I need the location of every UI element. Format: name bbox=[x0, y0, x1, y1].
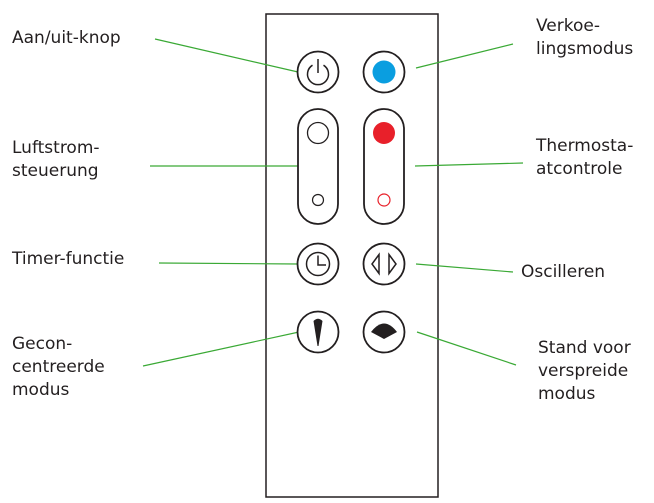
leader-power bbox=[154, 38, 299, 73]
airflow-control-rocker[interactable] bbox=[297, 108, 339, 225]
label-timer: Timer-functie bbox=[12, 249, 125, 269]
leader-thermostat bbox=[414, 162, 524, 167]
airflow-down-icon bbox=[311, 193, 325, 207]
blue-dot-icon bbox=[372, 60, 396, 84]
label-power: Aan/uit-knop bbox=[12, 28, 121, 48]
heat-down-icon bbox=[377, 193, 391, 207]
leader-cooling bbox=[415, 43, 514, 69]
diffused-fan-icon bbox=[371, 323, 397, 339]
label-diffused: Stand voor verspreide modus bbox=[538, 338, 631, 404]
label-oscillate: Oscilleren bbox=[521, 262, 606, 282]
airflow-up-icon bbox=[306, 121, 330, 145]
thermostat-rocker[interactable] bbox=[363, 108, 405, 225]
remote-body bbox=[265, 13, 439, 498]
power-icon bbox=[306, 59, 330, 86]
leader-focused bbox=[142, 331, 300, 367]
oscillation-arrows-icon bbox=[371, 252, 397, 276]
leader-diffused bbox=[416, 331, 517, 366]
diffused-mode-button[interactable] bbox=[362, 310, 406, 354]
cooling-mode-button[interactable] bbox=[362, 50, 406, 94]
oscillation-button[interactable] bbox=[362, 242, 406, 286]
leader-lines bbox=[142, 38, 524, 367]
clock-icon bbox=[305, 251, 331, 277]
label-airflow: Luftstrom- steuerung bbox=[12, 138, 100, 181]
power-button[interactable] bbox=[296, 50, 340, 94]
focused-mode-button[interactable] bbox=[296, 310, 340, 354]
timer-button[interactable] bbox=[296, 242, 340, 286]
label-cooling: Verkoe- lingsmodus bbox=[536, 16, 634, 59]
leader-oscillate bbox=[415, 263, 514, 273]
leader-timer bbox=[158, 262, 299, 265]
label-focused: Gecon- centreerde modus bbox=[12, 334, 105, 400]
label-thermostat: Thermosta- atcontrole bbox=[536, 136, 634, 179]
heat-up-icon bbox=[373, 122, 395, 144]
focused-stream-icon bbox=[313, 318, 323, 346]
